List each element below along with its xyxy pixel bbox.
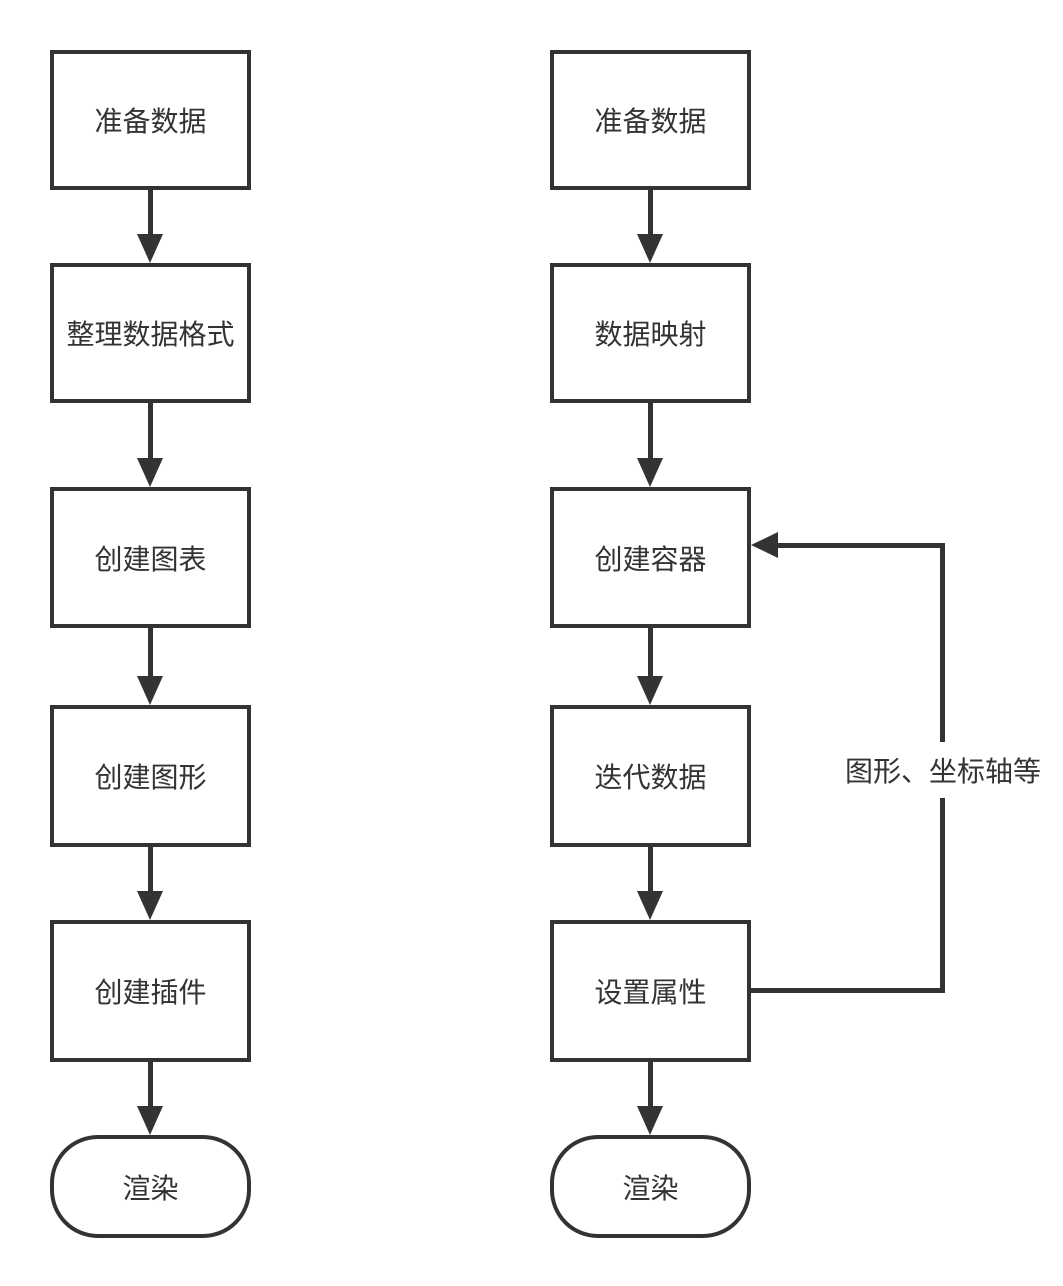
node-label: 迭代数据: [594, 762, 707, 793]
node-label: 创建插件: [94, 977, 207, 1008]
node-label: 创建图表: [94, 543, 207, 575]
flow-node-right-create-container: 创建容器: [550, 487, 751, 628]
arrow-shaft: [647, 1062, 653, 1106]
arrowhead-down-icon: [137, 1106, 163, 1135]
node-label: 渲染: [122, 1172, 179, 1204]
arrow-shaft: [147, 1062, 153, 1106]
arrow-shaft: [647, 190, 653, 234]
arrowhead-down-icon: [637, 458, 663, 487]
arrowhead-down-icon: [637, 676, 663, 705]
arrowhead-down-icon: [137, 676, 163, 705]
flow-node-right-render: 渲染: [550, 1135, 751, 1238]
down-arrow: [637, 628, 663, 705]
flow-node-right-iterate-data: 迭代数据: [550, 705, 751, 847]
node-label: 创建图形: [94, 762, 207, 793]
loop-segment-top: [777, 543, 945, 548]
down-arrow: [137, 403, 163, 487]
arrow-shaft: [647, 847, 653, 891]
flow-node-left-render: 渲染: [50, 1135, 251, 1238]
flow-node-left-create-chart: 创建图表: [50, 487, 251, 628]
arrowhead-down-icon: [637, 234, 663, 263]
down-arrow: [637, 403, 663, 487]
arrow-shaft: [147, 190, 153, 234]
flow-node-left-format-data: 整理数据格式: [50, 263, 251, 403]
arrowhead-down-icon: [137, 234, 163, 263]
node-label: 整理数据格式: [66, 319, 235, 350]
down-arrow: [637, 190, 663, 263]
loop-segment-bottom: [751, 988, 945, 993]
arrowhead-down-icon: [637, 891, 663, 920]
loop-label: 图形、坐标轴等: [840, 742, 1046, 798]
arrow-shaft: [147, 403, 153, 458]
flow-node-left-prepare-data: 准备数据: [50, 50, 251, 190]
arrow-shaft: [147, 847, 153, 891]
flow-node-right-set-attributes: 设置属性: [550, 920, 751, 1062]
arrow-shaft: [647, 403, 653, 458]
flow-node-right-data-mapping: 数据映射: [550, 263, 751, 403]
node-label: 准备数据: [94, 106, 207, 137]
arrowhead-down-icon: [137, 458, 163, 487]
flow-node-right-prepare-data: 准备数据: [550, 50, 751, 190]
arrow-shaft: [647, 628, 653, 676]
arrowhead-down-icon: [137, 891, 163, 920]
node-label: 准备数据: [594, 106, 707, 137]
down-arrow: [137, 628, 163, 705]
flow-node-left-create-graphic: 创建图形: [50, 705, 251, 847]
down-arrow: [137, 1062, 163, 1135]
down-arrow: [637, 1062, 663, 1135]
arrowhead-left-icon: [751, 532, 778, 558]
down-arrow: [637, 847, 663, 920]
node-label: 创建容器: [594, 543, 707, 575]
down-arrow: [137, 190, 163, 263]
arrowhead-down-icon: [637, 1106, 663, 1135]
node-label: 设置属性: [594, 977, 707, 1008]
down-arrow: [137, 847, 163, 920]
arrow-shaft: [147, 628, 153, 676]
flow-node-left-create-plugin: 创建插件: [50, 920, 251, 1062]
node-label: 渲染: [622, 1172, 679, 1204]
node-label: 数据映射: [594, 319, 707, 350]
